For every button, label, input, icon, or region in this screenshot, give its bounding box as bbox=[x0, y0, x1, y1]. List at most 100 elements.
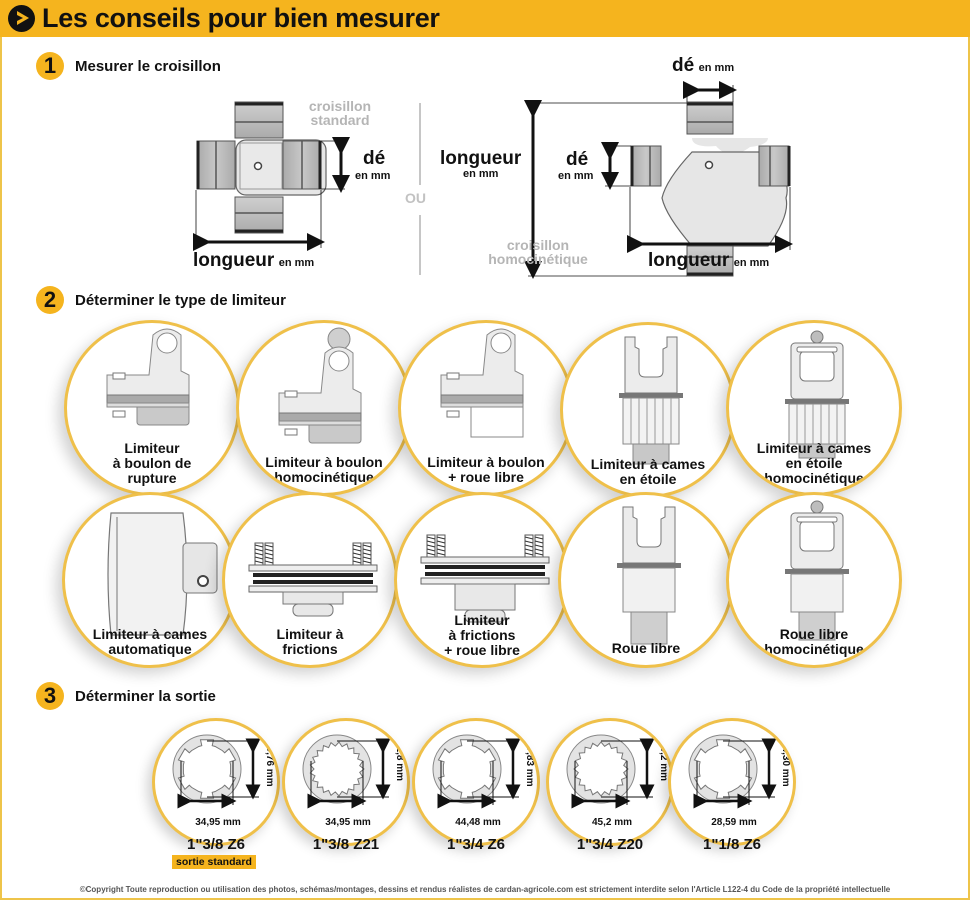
homokinetic-cross-label: croisillon homocinétique bbox=[478, 238, 598, 266]
caption-line: homocinétique bbox=[764, 470, 864, 486]
spline-profile-drawing bbox=[302, 734, 391, 809]
side-de-unit: en mm bbox=[558, 170, 594, 182]
caption-line: Limiteur à boulon bbox=[427, 454, 545, 470]
spline-profile-drawing bbox=[172, 734, 261, 809]
label-line: homocinétique bbox=[488, 251, 588, 267]
spline-width-label: 28,59 mm bbox=[711, 817, 757, 828]
spline-width-label: 34,95 mm bbox=[195, 817, 241, 828]
limiter-illustration bbox=[440, 328, 524, 438]
page-header: Les conseils pour bien mesurer bbox=[0, 0, 970, 37]
de-unit: en mm bbox=[698, 62, 735, 74]
label-line: croisillon bbox=[506, 237, 570, 253]
step-3-heading: 3 Déterminer la sortie bbox=[36, 682, 216, 710]
caption-line: Limiteur à boulon bbox=[265, 454, 383, 470]
caption-line: rupture bbox=[127, 470, 177, 486]
de-text: dé bbox=[672, 55, 695, 76]
length-text: longueur bbox=[193, 250, 275, 271]
caption-line: + roue libre bbox=[444, 642, 520, 658]
top-de-label: dé en mm bbox=[672, 55, 734, 77]
limiter-illustration bbox=[420, 534, 550, 623]
caption-line: Roue libre bbox=[779, 626, 849, 642]
length-unit: en mm bbox=[733, 257, 770, 269]
length-unit: en mm bbox=[278, 257, 315, 269]
limiter-illustration bbox=[785, 500, 849, 641]
limiter-option-bolt-free: Limiteur à boulon+ roue libre bbox=[398, 320, 574, 496]
spline-profile-drawing bbox=[432, 734, 521, 809]
or-separator: OU bbox=[405, 190, 426, 206]
caption-line: à boulon de bbox=[112, 455, 192, 471]
caption-line: à frictions bbox=[448, 627, 516, 643]
caption-line: en étoile bbox=[785, 455, 843, 471]
step-number-badge: 1 bbox=[36, 52, 64, 80]
cross-body bbox=[196, 101, 327, 234]
horizontal-length-label: longueur en mm bbox=[648, 250, 769, 272]
output-name: 1"3/4 Z20 bbox=[576, 836, 644, 853]
limiter-illustration bbox=[106, 328, 190, 426]
output-name: 1"3/8 Z6 bbox=[187, 836, 245, 853]
vertical-length-unit: en mm bbox=[463, 168, 499, 180]
output-name: 1"1/8 Z6 bbox=[703, 836, 761, 853]
step-number-badge: 2 bbox=[36, 286, 64, 314]
step-title: Mesurer le croisillon bbox=[75, 57, 221, 75]
limiter-drawing bbox=[420, 534, 550, 623]
limiter-caption: Limiteur à boulon+ roue libre bbox=[401, 455, 571, 485]
output-name: 1"3/8 Z21 bbox=[312, 836, 380, 853]
standard-output-badge: sortie standard bbox=[172, 855, 256, 869]
caption-line: homocinétique bbox=[764, 641, 864, 657]
spline-width-label: 34,95 mm bbox=[325, 817, 371, 828]
limiter-drawing bbox=[617, 506, 681, 645]
length-label: longueur en mm bbox=[193, 250, 314, 272]
label-line: croisillon bbox=[308, 98, 372, 114]
step-title: Déterminer le type de limiteur bbox=[75, 291, 286, 309]
limiter-illustration bbox=[278, 327, 362, 444]
spline-height-label: 29,76 mm bbox=[264, 741, 275, 787]
homokinetic-cross-diagram bbox=[524, 81, 793, 279]
limiter-drawing bbox=[785, 330, 849, 459]
caption-line: frictions bbox=[282, 641, 338, 657]
caption-line: Roue libre bbox=[611, 640, 681, 656]
de-label: dé bbox=[363, 148, 386, 169]
caption-line: Limiteur à cames bbox=[756, 440, 872, 456]
page-title: Les conseils pour bien mesurer bbox=[42, 3, 440, 33]
output-name: 1"3/4 Z6 bbox=[447, 836, 505, 853]
limiter-drawing bbox=[440, 328, 524, 438]
spline-width-label: 44,48 mm bbox=[455, 817, 501, 828]
limiter-drawing bbox=[278, 327, 362, 444]
limiter-drawing bbox=[785, 500, 849, 641]
step-title: Déterminer la sortie bbox=[75, 687, 216, 705]
spline-profile-drawing bbox=[688, 734, 777, 809]
limiter-drawing bbox=[106, 328, 190, 426]
limiter-drawing bbox=[107, 512, 218, 636]
step-2-heading: 2 Déterminer le type de limiteur bbox=[36, 286, 286, 314]
spline-height-label: 24,30 mm bbox=[780, 741, 791, 787]
caption-line: Limiteur à cames bbox=[590, 456, 706, 472]
label-line: standard bbox=[310, 112, 370, 128]
spline-height-label: 37,83 mm bbox=[524, 741, 535, 787]
standard-cross-diagram bbox=[193, 101, 421, 275]
limiter-option-free: Roue libre bbox=[558, 492, 734, 668]
caption-line: Limiteur à bbox=[276, 626, 344, 642]
copyright-notice: ©Copyright Toute reproduction ou utilisa… bbox=[79, 885, 891, 894]
step-number-badge: 3 bbox=[36, 682, 64, 710]
limiter-illustration bbox=[785, 330, 849, 459]
caption-line: Limiteur bbox=[124, 440, 180, 456]
side-de-label: dé bbox=[566, 149, 589, 170]
limiter-caption: Roue libre bbox=[561, 641, 731, 656]
limiter-drawing bbox=[619, 336, 683, 465]
step-1-heading: 1 Mesurer le croisillon bbox=[36, 52, 221, 80]
standard-cross-label: croisillon standard bbox=[298, 99, 382, 127]
limiter-drawing bbox=[248, 542, 378, 617]
